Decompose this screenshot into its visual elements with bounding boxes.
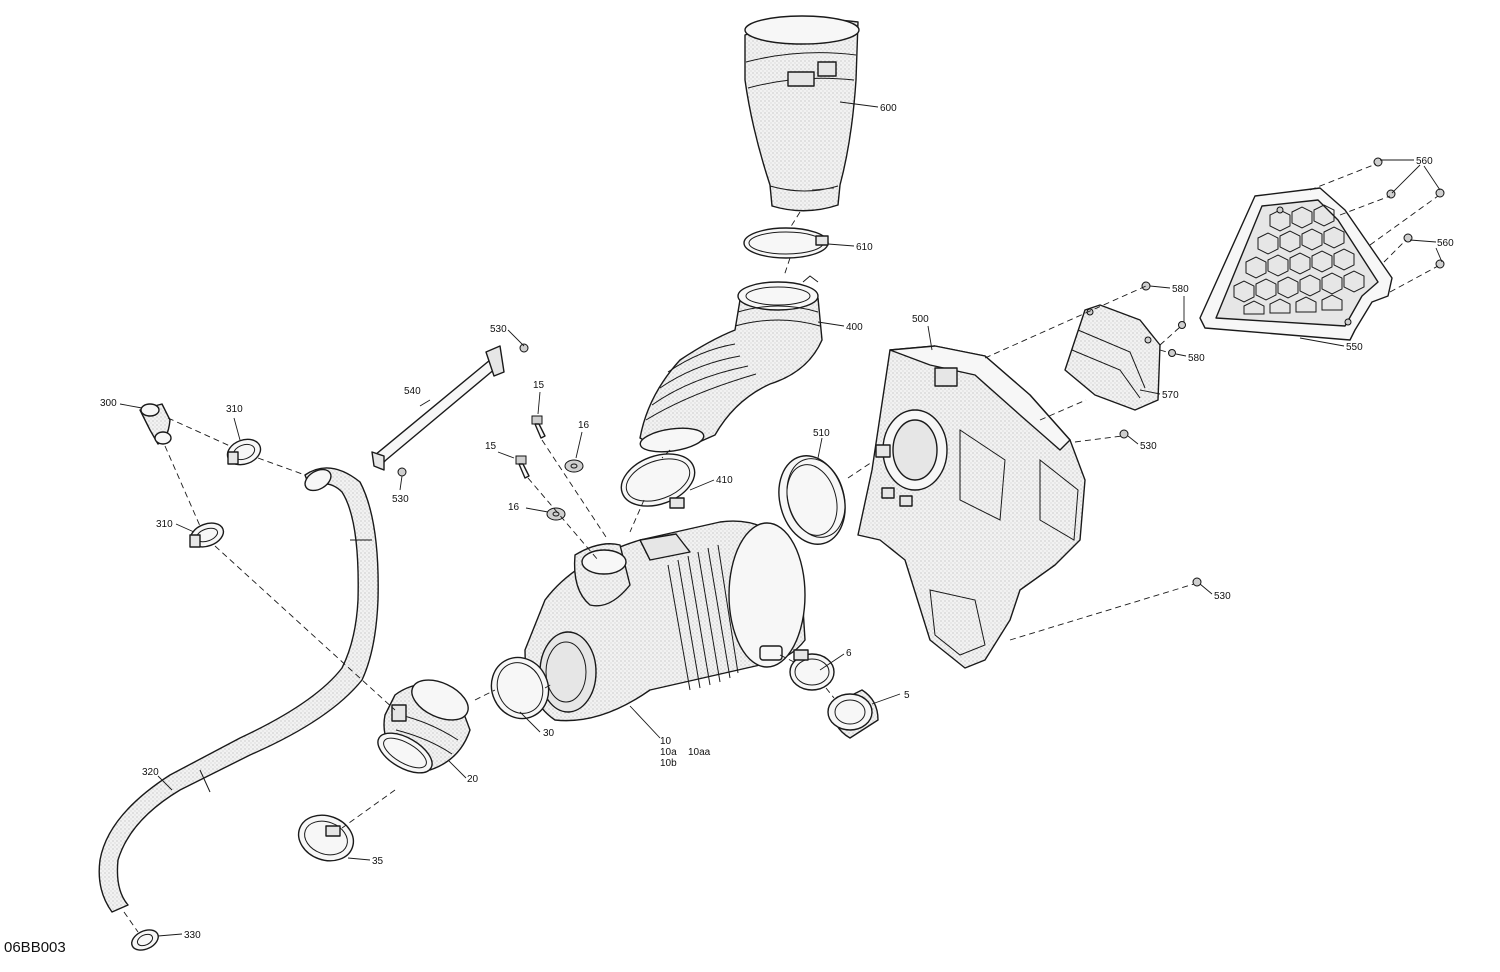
screw-part-580-a: [1141, 281, 1151, 291]
callout-leaders: [119, 101, 1443, 937]
screw-part-560-a: [1373, 157, 1383, 167]
callout-320: 320: [142, 767, 159, 778]
callout-580-upper: 580: [1172, 284, 1189, 295]
screw-part-560-c: [1435, 188, 1445, 198]
grille-filter-part-550: [1199, 187, 1393, 341]
callout-10b: 10b: [660, 758, 677, 769]
screw-part-530-right-upper: [1119, 429, 1129, 439]
callout-540: 540: [404, 386, 421, 397]
callout-10aa: 10aa: [688, 747, 711, 758]
callout-410: 410: [716, 475, 733, 486]
sleeve-part-5: [827, 689, 879, 739]
clamp-part-310-lower: [189, 522, 225, 548]
screw-part-530-top: [519, 343, 529, 353]
screw-part-15-upper: [531, 415, 546, 439]
callout-30: 30: [543, 728, 555, 739]
clip-part-330: [131, 929, 159, 951]
callout-600: 600: [880, 103, 897, 114]
callout-530-bracket: 530: [392, 494, 409, 505]
callout-16-lower: 16: [508, 502, 520, 513]
washer-part-16-lower: [546, 507, 566, 521]
callout-300: 300: [100, 398, 117, 409]
callout-20: 20: [467, 774, 479, 785]
assembly-lines: [123, 163, 1439, 933]
adapter-part-20: [377, 679, 471, 774]
air-filter-housing-part-10: [524, 520, 806, 722]
breather-hose-part-320: [98, 467, 379, 913]
callout-530-top: 530: [490, 324, 507, 335]
callout-310-upper: 310: [226, 404, 243, 415]
callout-530-right-lower: 530: [1214, 591, 1231, 602]
fitting-part-300: [139, 403, 172, 445]
callout-330: 330: [184, 930, 201, 941]
clamp-part-310-upper: [226, 438, 262, 466]
callout-510: 510: [813, 428, 830, 439]
hose-clamp-part-610: [743, 227, 829, 259]
callout-6: 6: [846, 648, 852, 659]
intake-duct-part-600: [744, 15, 860, 212]
washer-part-16-upper: [564, 459, 584, 473]
callout-580-lower: 580: [1188, 353, 1205, 364]
callout-560-top: 560: [1416, 156, 1433, 167]
callout-16-upper: 16: [578, 420, 590, 431]
callout-610: 610: [856, 242, 873, 253]
callout-500: 500: [912, 314, 929, 325]
seal-ring-part-510: [778, 455, 846, 545]
callout-15-lower: 15: [485, 441, 497, 452]
cover-part-570: [1064, 304, 1161, 411]
screw-part-530-bracket: [397, 467, 407, 477]
screw-part-580-b: [1178, 321, 1186, 329]
support-bracket-part-540: [371, 345, 505, 471]
callout-labels: 600 610 400 410 560 560 580 580 500 550 …: [100, 103, 1454, 941]
elbow-hose-part-400: [639, 275, 823, 453]
callout-310-lower: 310: [156, 519, 173, 530]
screw-part-15-lower: [515, 455, 530, 479]
callout-5: 5: [904, 690, 910, 701]
callout-10a: 10a: [660, 747, 677, 758]
callout-570: 570: [1162, 390, 1179, 401]
hose-clamp-part-30: [490, 656, 550, 720]
hose-clamp-part-410: [620, 453, 696, 509]
honeycomb-mesh: [1233, 204, 1365, 315]
screw-part-530-right-lower: [1192, 577, 1202, 587]
callout-10: 10: [660, 736, 672, 747]
screw-part-580-c: [1168, 349, 1176, 357]
callout-560-right: 560: [1437, 238, 1454, 249]
callout-35: 35: [372, 856, 384, 867]
callout-15-upper: 15: [533, 380, 545, 391]
callout-400: 400: [846, 322, 863, 333]
hose-clamp-part-35: [297, 814, 355, 862]
airbox-part-500: [857, 345, 1086, 669]
screw-part-560-d: [1403, 233, 1413, 243]
callout-530-right-upper: 530: [1140, 441, 1157, 452]
figure-reference-code: 06BB003: [4, 939, 66, 956]
hose-clamp-part-6: [789, 649, 835, 691]
callout-550: 550: [1346, 342, 1363, 353]
